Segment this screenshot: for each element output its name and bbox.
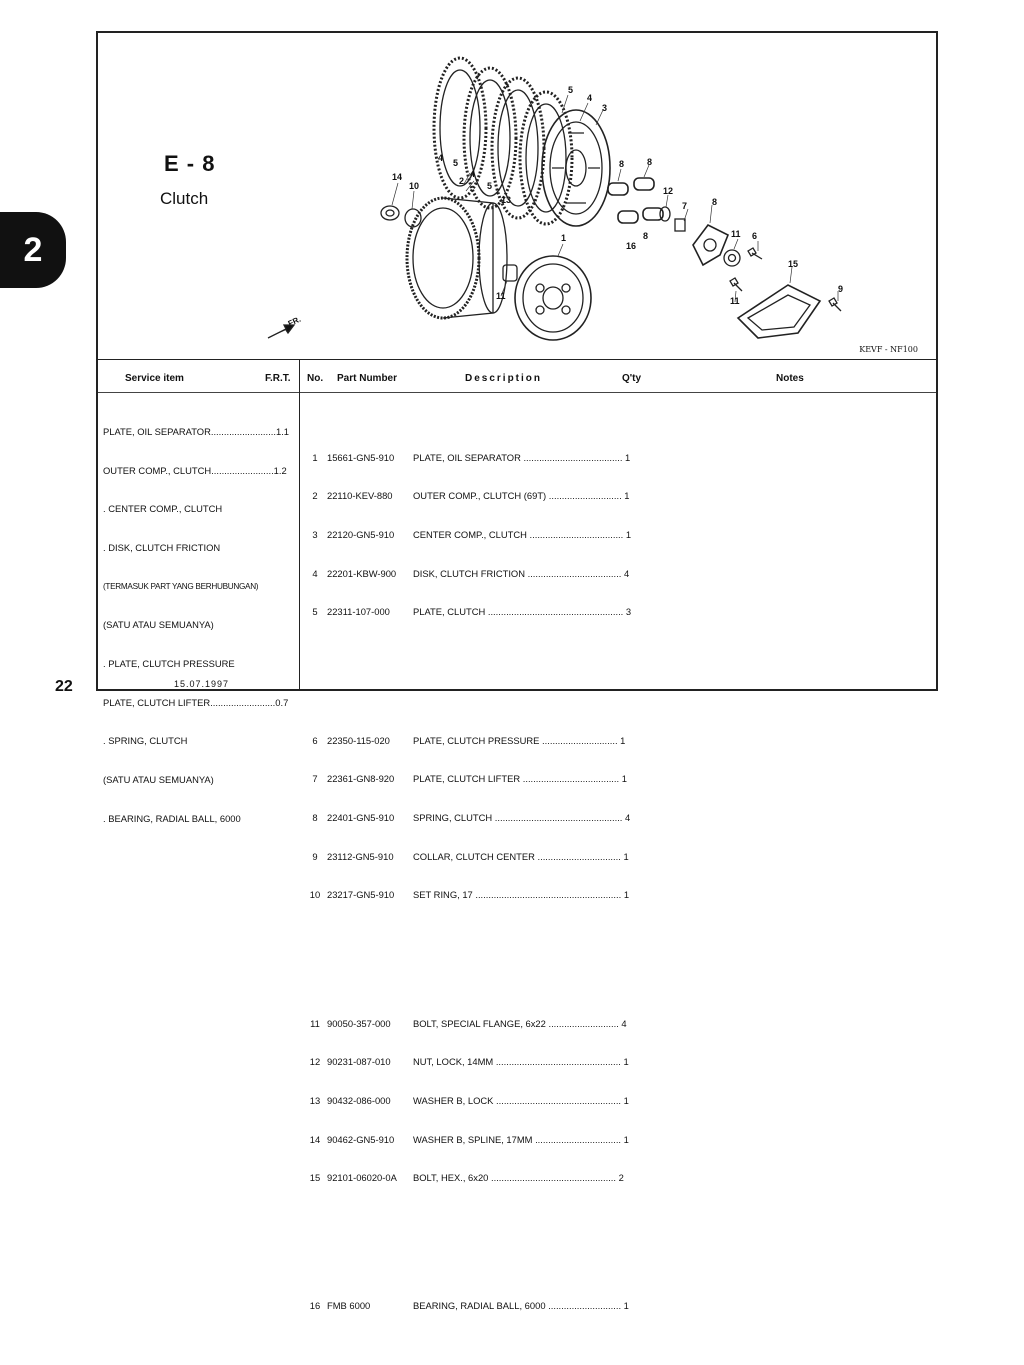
clutch-lifter-plate	[692, 223, 730, 267]
callout-label: 11	[731, 229, 741, 239]
service-item: . DISK, CLUTCH FRICTION	[103, 541, 221, 553]
callout-label: 7	[682, 201, 688, 211]
callout-label: 9	[838, 284, 844, 294]
header-divider	[98, 392, 936, 393]
flange-bolt	[747, 247, 763, 260]
header-service-item: Service item	[125, 373, 184, 384]
service-item: PLATE, CLUTCH LIFTER....................…	[103, 696, 289, 708]
service-item: . BEARING, RADIAL BALL, 6000	[103, 812, 241, 824]
header-description: Description	[465, 373, 543, 384]
oil-separator-plate	[736, 284, 822, 339]
callout-label: 12	[663, 186, 674, 196]
service-items-list: PLATE, OIL SEPARATOR....................…	[103, 400, 295, 852]
clutch-center-collar	[502, 264, 518, 282]
callout-label: 8	[647, 157, 653, 167]
service-item: . SPRING, CLUTCH	[103, 735, 188, 747]
service-item: . CENTER COMP., CLUTCH	[103, 503, 223, 515]
callout-label: 8	[643, 231, 649, 241]
callout-label: 4	[470, 169, 476, 179]
callout-label: 8	[712, 197, 718, 207]
header-frt: F.R.T.	[265, 373, 291, 384]
header-notes: Notes	[776, 373, 804, 384]
service-item: PLATE, OIL SEPARATOR....................…	[103, 425, 289, 437]
service-item: OUTER COMP., CLUTCH.....................…	[103, 464, 287, 476]
callout-label: 4	[587, 93, 593, 103]
page-number: 22	[55, 678, 73, 695]
callout-label: 13	[501, 195, 512, 205]
set-ring	[404, 208, 422, 228]
front-arrow-icon	[267, 324, 296, 339]
header-no: No.	[307, 373, 324, 384]
section-tab: 2	[0, 212, 66, 288]
clutch-outer	[405, 196, 508, 320]
callout-label: 11	[730, 296, 740, 306]
callout-label: 10	[409, 181, 420, 191]
clutch-exploded-drawing	[267, 56, 842, 341]
callout-label: 5	[453, 158, 459, 168]
exploded-diagram: E - 8 Clutch	[98, 33, 936, 359]
diagram-title: E - 8	[164, 151, 216, 176]
diagram-divider	[98, 359, 936, 360]
callout-label: 8	[619, 159, 625, 169]
callout-label: 5	[487, 181, 493, 191]
callout-label: 4	[438, 153, 444, 163]
callout-label: 1	[561, 233, 567, 243]
callout-label: 5	[568, 85, 574, 95]
callout-label: 6	[752, 231, 758, 241]
lock-washer	[659, 206, 671, 222]
spline-washer	[380, 205, 400, 221]
callout-label: 2	[459, 176, 465, 186]
header-part-number: Part Number	[337, 373, 398, 384]
column-divider	[299, 360, 300, 691]
callout-label: 11	[496, 291, 506, 301]
flange-bolt	[729, 277, 743, 292]
lock-nut	[674, 218, 686, 232]
diagram-subtitle: Clutch	[160, 189, 209, 208]
clutch-springs	[607, 177, 664, 224]
service-item: (TERMASUK PART YANG BERHUBUNGAN)	[103, 581, 259, 591]
callout-label: 16	[626, 241, 637, 251]
callout-label: 3	[602, 103, 608, 113]
header-qty: Q'ty	[622, 373, 642, 384]
service-item: (SATU ATAU SEMUANYA)	[103, 619, 214, 631]
callout-label: 14	[392, 172, 403, 182]
hex-bolt	[828, 297, 842, 312]
callout-label: 15	[788, 259, 799, 269]
service-item: . PLATE, CLUTCH PRESSURE	[103, 658, 235, 670]
revision-date: 15.07.1997	[174, 679, 230, 689]
service-item: (SATU ATAU SEMUANYA)	[103, 774, 214, 786]
radial-bearing	[723, 249, 741, 267]
pressure-plate	[514, 255, 592, 341]
clutch-center	[541, 109, 611, 227]
drawing-code: KEVF - NF100	[859, 345, 918, 354]
parts-catalog-frame: E - 8 Clutch	[96, 31, 938, 1311]
